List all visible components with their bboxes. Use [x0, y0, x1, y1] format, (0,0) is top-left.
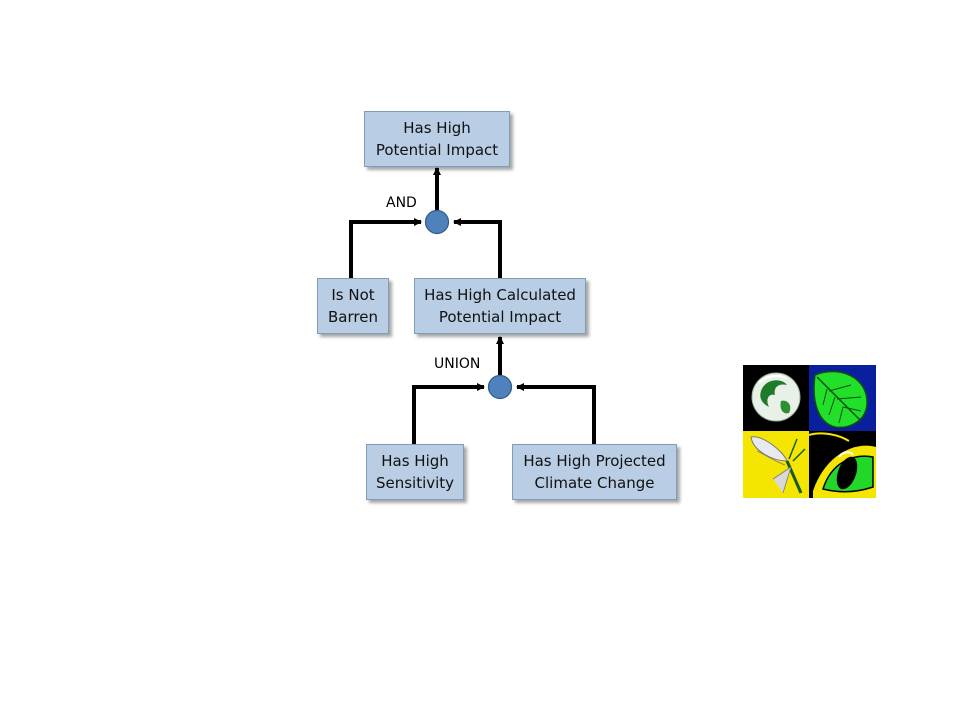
node-line-2: Climate Change [534, 474, 655, 492]
node-has-high-sensitivity: Has High Sensitivity [366, 444, 464, 500]
node-has-high-projected-climate-change: Has High Projected Climate Change [512, 444, 677, 500]
ecology-quadrant-logo-icon [743, 365, 876, 498]
node-line-2: Barren [328, 308, 378, 326]
union-operator-node [487, 374, 513, 400]
node-line-1: Has High Projected [523, 452, 666, 470]
node-line-2: Potential Impact [375, 141, 499, 159]
node-line-2: Sensitivity [375, 474, 455, 492]
node-line-1: Is Not [331, 286, 375, 304]
and-label: AND [386, 195, 417, 211]
and-operator-node [424, 209, 450, 235]
edge-climate-to-union [516, 383, 596, 444]
node-line-1: Has High Calculated [424, 286, 576, 304]
edge-barren-to-and [349, 218, 422, 278]
node-line-1: Has High [403, 119, 471, 137]
node-line-2: Potential Impact [438, 308, 562, 326]
union-label: UNION [434, 356, 481, 372]
node-has-high-calculated-potential-impact: Has High Calculated Potential Impact [414, 278, 586, 334]
node-line-1: Has High [381, 452, 449, 470]
edge-calculated-to-and [453, 218, 502, 278]
edge-sensitivity-to-union [412, 383, 485, 444]
node-has-high-potential-impact: Has High Potential Impact [364, 111, 510, 167]
node-is-not-barren: Is Not Barren [317, 278, 389, 334]
